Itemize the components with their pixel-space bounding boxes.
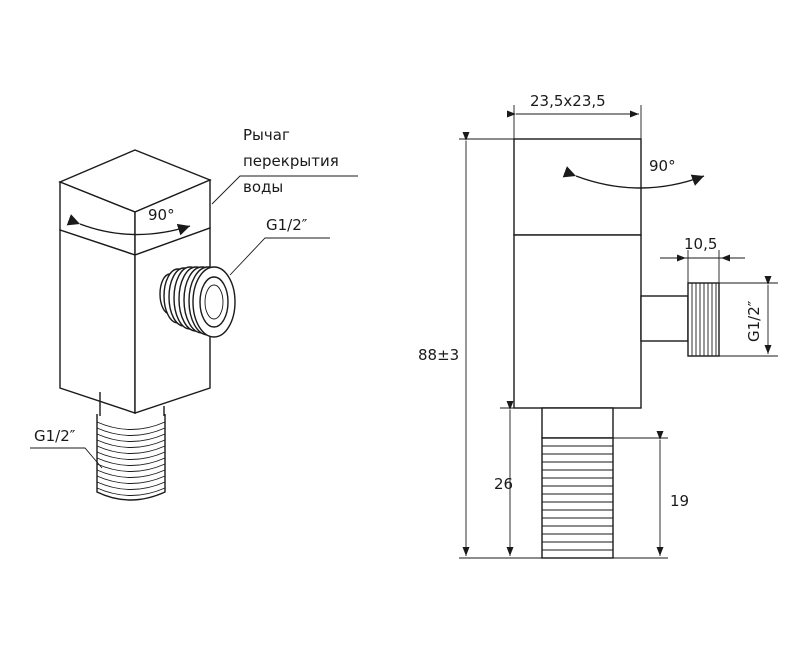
isometric-view: 90°	[30, 126, 358, 501]
lever-label-line2: перекрытия	[243, 152, 339, 170]
bottom-length-label: 26	[494, 475, 513, 493]
width-dimension-label: 23,5x23,5	[530, 92, 606, 110]
front-body-block	[513, 234, 642, 409]
height-dimension-label: 88±3	[418, 346, 459, 364]
body-left-face	[59, 229, 136, 414]
lever-leader-line	[211, 175, 358, 205]
bottom-thread-leader-line	[30, 447, 103, 469]
side-thread	[163, 266, 236, 338]
front-rotation-arrow-icon	[562, 166, 705, 189]
thread-length-label: 19	[670, 492, 689, 510]
lever-label-line3: воды	[243, 178, 283, 196]
outlet-thread-label: G1/2″	[745, 300, 763, 342]
front-outlet-thread	[687, 282, 720, 357]
front-view: 90°	[418, 92, 778, 559]
front-inlet-neck	[541, 407, 614, 439]
bottom-thread-label: G1/2″	[34, 427, 76, 445]
height-dimension: 88±3	[418, 132, 542, 559]
front-inlet-thread-lines	[542, 445, 613, 551]
lever-label-line1: Рычаг	[243, 126, 290, 144]
bottom-thread	[96, 392, 166, 501]
front-rotation-label: 90°	[649, 157, 676, 175]
front-inlet-thread	[541, 437, 614, 559]
side-thread-label: G1/2″	[266, 216, 308, 234]
lever-rotation-label: 90°	[148, 206, 175, 224]
bottom-length-dimension: 26	[494, 401, 542, 556]
front-outlet-thread-lines	[691, 283, 717, 356]
front-outlet-neck	[640, 295, 689, 342]
outlet-thread-dimension: G1/2″	[719, 276, 778, 357]
width-dimension: 23,5x23,5	[507, 92, 642, 139]
side-thread-leader-line	[229, 237, 330, 276]
outlet-length-label: 10,5	[684, 235, 717, 253]
outlet-length-dimension: 10,5	[660, 235, 745, 283]
thread-length-dimension: 19	[613, 431, 689, 559]
lever-rotation-arrow-icon	[66, 214, 191, 236]
